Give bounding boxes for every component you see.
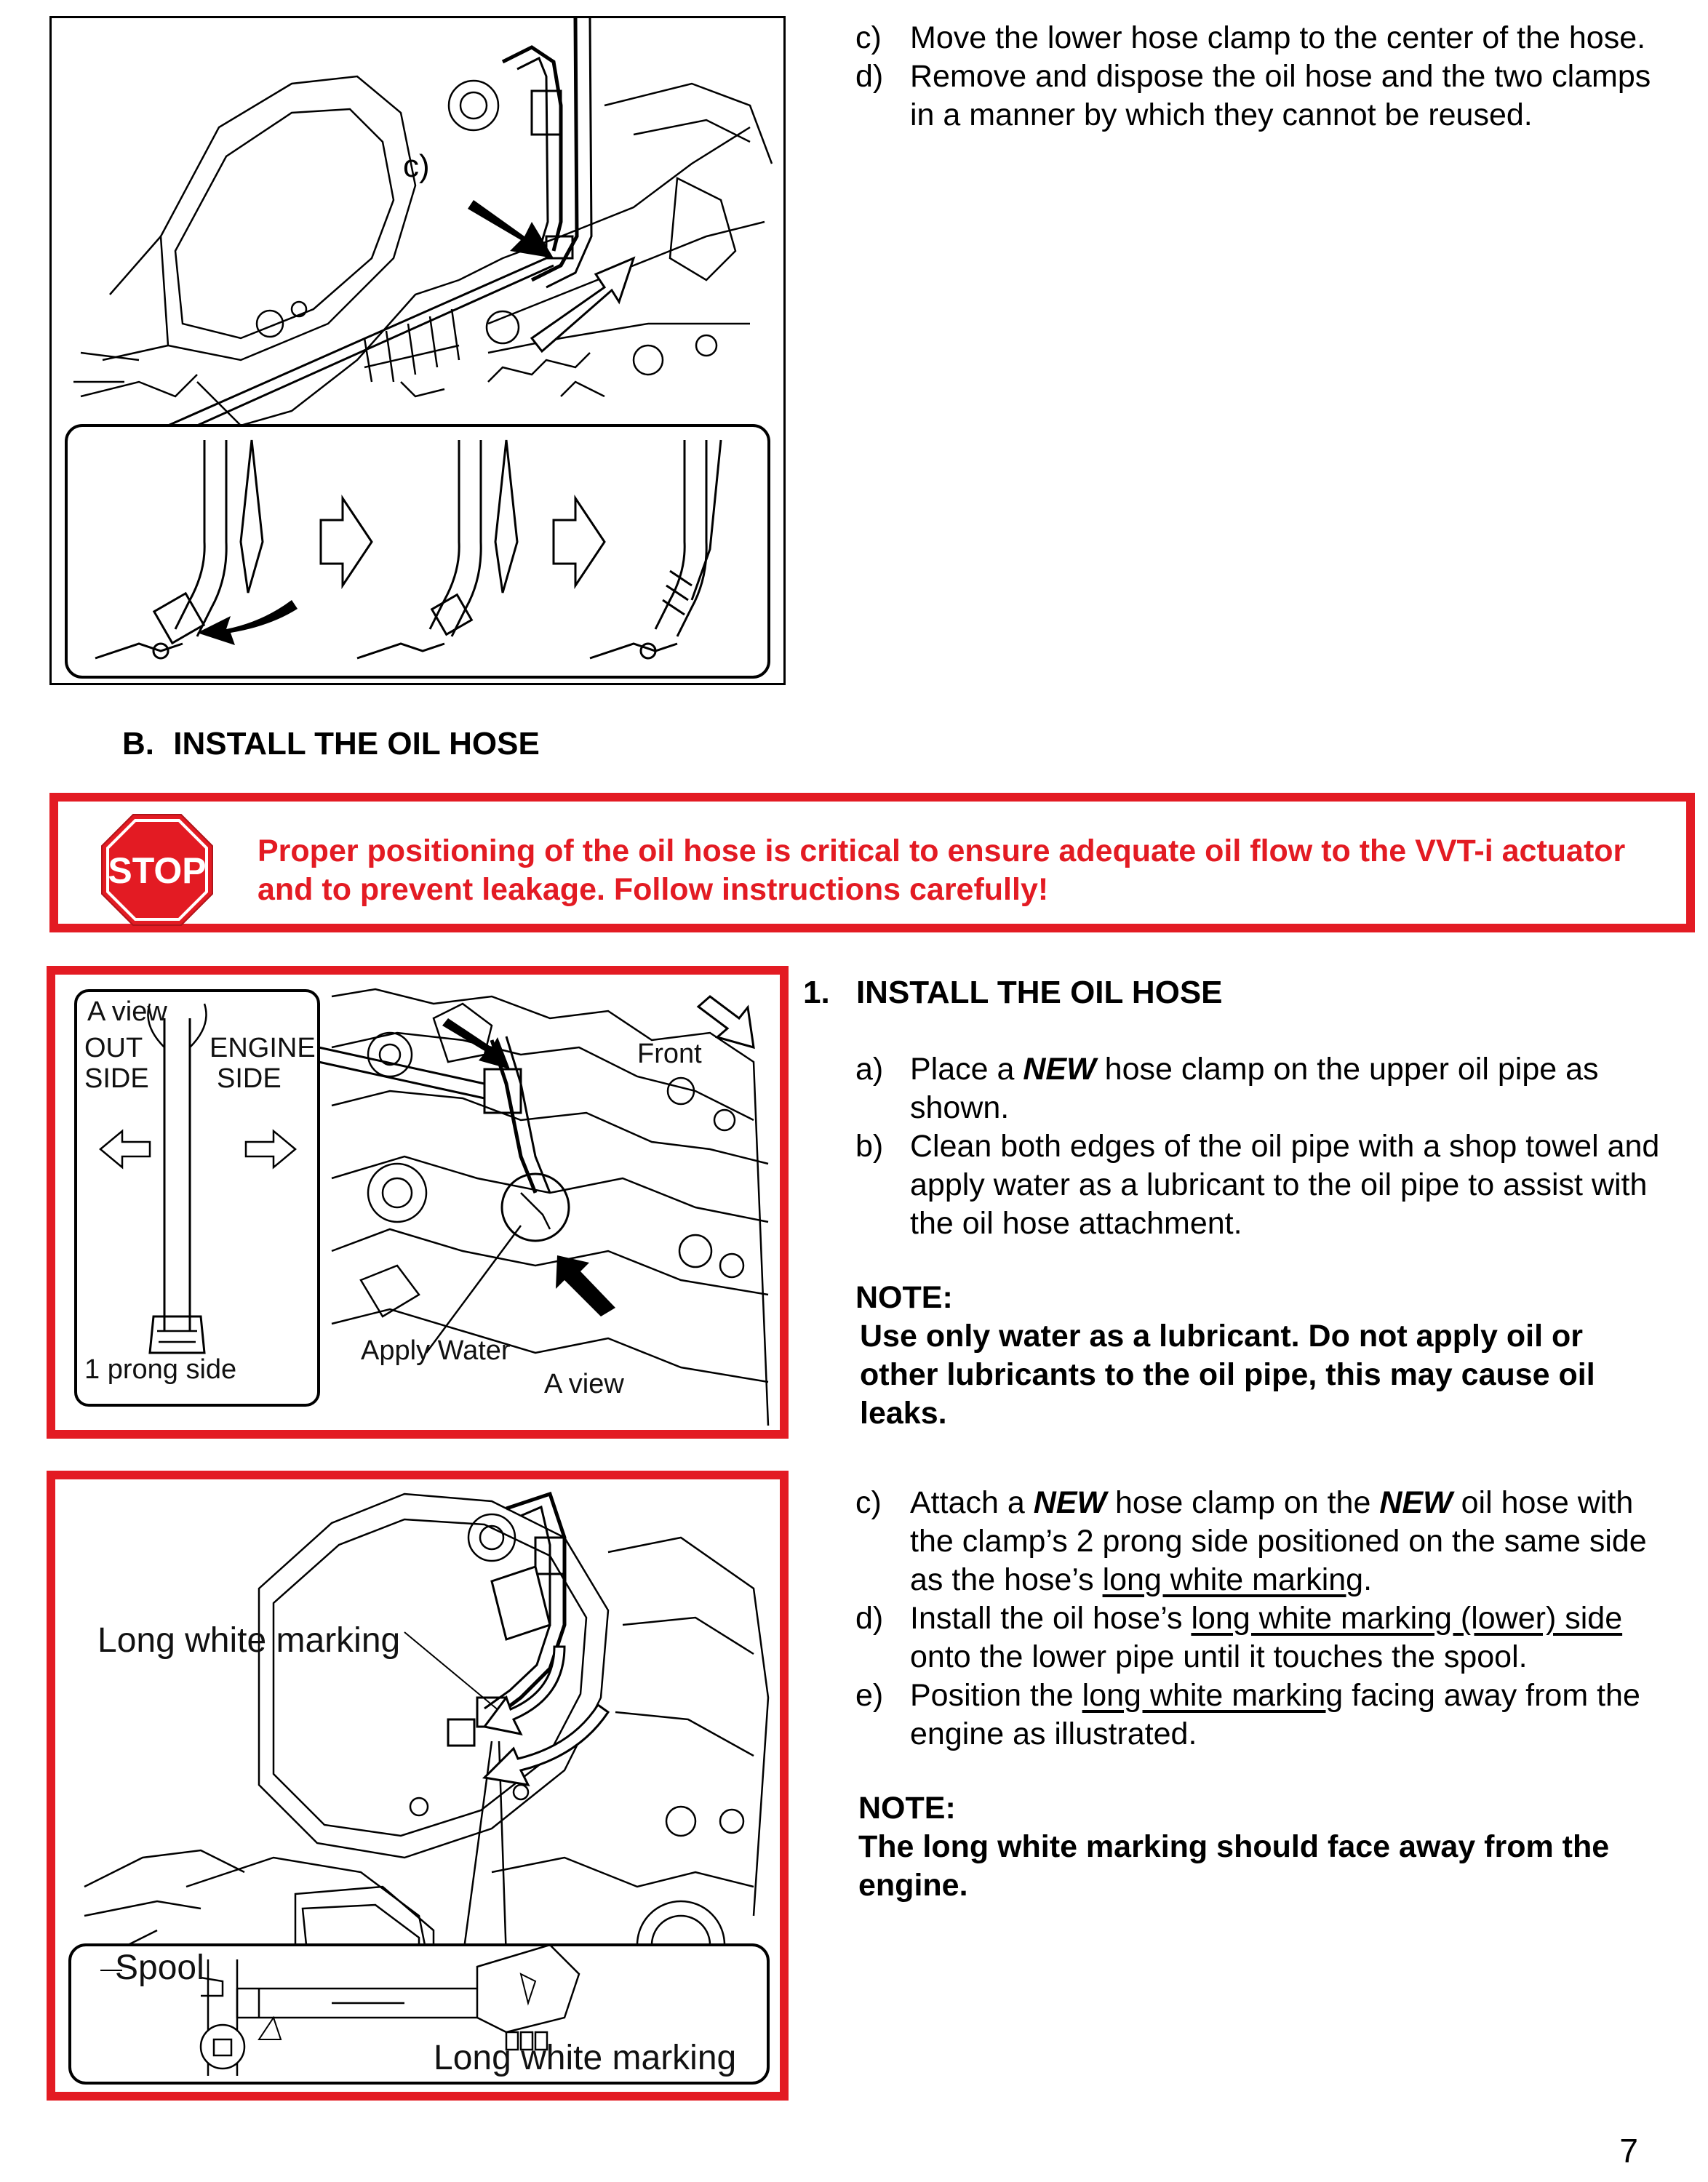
step-underline: long white marking xyxy=(1082,1678,1344,1713)
figure-1-callout: c) xyxy=(403,148,430,184)
step-letter: b) xyxy=(855,1129,884,1164)
step-letter: c) xyxy=(855,20,882,55)
step-letter: d) xyxy=(855,1601,884,1636)
install-step-d: d) Install the oil hose’s long white mar… xyxy=(855,1599,1666,1677)
stop-warning-box: STOP Proper positioning of the oil hose … xyxy=(49,793,1695,932)
step-emphasis: NEW xyxy=(1033,1485,1107,1520)
figure-hose-clamp-removal: c) xyxy=(49,16,786,685)
step-text-part: oil hose with the clamp’s 2 prong side p… xyxy=(910,1485,1647,1597)
figure-long-white-marking: Long white marking Spool Long white mark… xyxy=(47,1471,789,2101)
label-engine-side-1: ENGINE xyxy=(209,1033,316,1063)
step-letter: c) xyxy=(855,1485,882,1520)
step-emphasis: NEW xyxy=(1379,1485,1453,1520)
step-text-part: onto the lower pipe until it touches the… xyxy=(910,1639,1528,1674)
step-emphasis: NEW xyxy=(1023,1052,1096,1087)
engine-illustration-1: c) xyxy=(65,18,773,679)
stop-sign-icon: STOP xyxy=(101,814,213,926)
step-letter: a) xyxy=(855,1052,884,1087)
label-a-view: A view xyxy=(87,996,167,1027)
label-a-view-arrow: A view xyxy=(544,1369,624,1399)
step-text-part: . xyxy=(1363,1562,1373,1597)
step-text: Move the lower hose clamp to the center … xyxy=(910,20,1646,55)
removal-step-c: c) Move the lower hose clamp to the cent… xyxy=(855,19,1663,57)
install-step-b: b) Clean both edges of the oil pipe with… xyxy=(855,1127,1663,1243)
label-front: Front xyxy=(637,1039,702,1069)
label-prong-side: 1 prong side xyxy=(84,1354,237,1385)
step-letter: e) xyxy=(855,1678,884,1713)
section-b-heading: B. INSTALL THE OIL HOSE xyxy=(122,726,540,762)
page-number: 7 xyxy=(1619,2132,1638,2170)
label-engine-side-2: SIDE xyxy=(217,1063,282,1094)
removal-steps: c) Move the lower hose clamp to the cent… xyxy=(855,19,1663,135)
label-spool: Spool xyxy=(115,1949,204,1987)
step-text-part: Attach a xyxy=(910,1485,1034,1520)
step-underline: long white marking (lower) side xyxy=(1191,1601,1623,1636)
stop-warning-message: Proper positioning of the oil hose is cr… xyxy=(258,834,1626,907)
install-step-a: a) Place a NEW hose clamp on the upper o… xyxy=(855,1050,1663,1127)
step-1-heading: 1. INSTALL THE OIL HOSE xyxy=(803,975,1223,1011)
label-long-white-marking-top: Long white marking xyxy=(97,1621,401,1660)
step-text-part: facing away from the engine as illustrat… xyxy=(910,1678,1640,1751)
step-text-part: Place a xyxy=(910,1052,1023,1087)
step-text-part: Position the xyxy=(910,1678,1082,1713)
spool-leader xyxy=(100,1970,122,1971)
engine-illustration-2 xyxy=(74,988,770,1426)
step-text-part: hose clamp on the upper oil pipe as show… xyxy=(910,1052,1599,1125)
install-steps-ab: a) Place a NEW hose clamp on the upper o… xyxy=(855,1050,1663,1243)
note-2-label: NOTE: xyxy=(858,1791,956,1826)
figure-a-view: A view OUT SIDE ENGINE SIDE 1 prong side… xyxy=(47,966,789,1439)
step-1-number: 1. xyxy=(803,975,830,1010)
step-text-part: hose clamp on the xyxy=(1106,1485,1380,1520)
label-out-side-2: SIDE xyxy=(84,1063,149,1094)
install-steps-cde: c) Attach a NEW hose clamp on the NEW oi… xyxy=(855,1484,1666,1754)
step-text: Clean both edges of the oil pipe with a … xyxy=(910,1129,1660,1241)
removal-step-d: d) Remove and dispose the oil hose and t… xyxy=(855,57,1663,135)
engine-illustration-3 xyxy=(68,1491,770,2085)
label-out-side-1: OUT xyxy=(84,1033,143,1063)
step-text-part: Install the oil hose’s xyxy=(910,1601,1192,1636)
step-1-title: INSTALL THE OIL HOSE xyxy=(855,975,1223,1010)
step-text: Remove and dispose the oil hose and the … xyxy=(910,59,1651,132)
stop-sign-text: STOP xyxy=(108,850,206,891)
step-underline: long white marking xyxy=(1102,1562,1364,1597)
label-apply-water: Apply Water xyxy=(361,1335,511,1366)
section-title: INSTALL THE OIL HOSE xyxy=(173,726,540,762)
note-1-text: Use only water as a lubricant. Do not ap… xyxy=(860,1319,1595,1431)
note-1: NOTE: Use only water as a lubricant. Do … xyxy=(855,1279,1663,1433)
install-step-c: c) Attach a NEW hose clamp on the NEW oi… xyxy=(855,1484,1666,1599)
note-2: NOTE: The long white marking should face… xyxy=(858,1789,1666,1905)
section-letter: B. xyxy=(122,726,154,762)
install-step-e: e) Position the long white marking facin… xyxy=(855,1677,1666,1754)
note-1-label: NOTE: xyxy=(855,1280,953,1315)
step-letter: d) xyxy=(855,59,884,94)
label-long-white-marking-bottom: Long white marking xyxy=(434,2039,737,2077)
note-2-text: The long white marking should face away … xyxy=(858,1829,1610,1903)
